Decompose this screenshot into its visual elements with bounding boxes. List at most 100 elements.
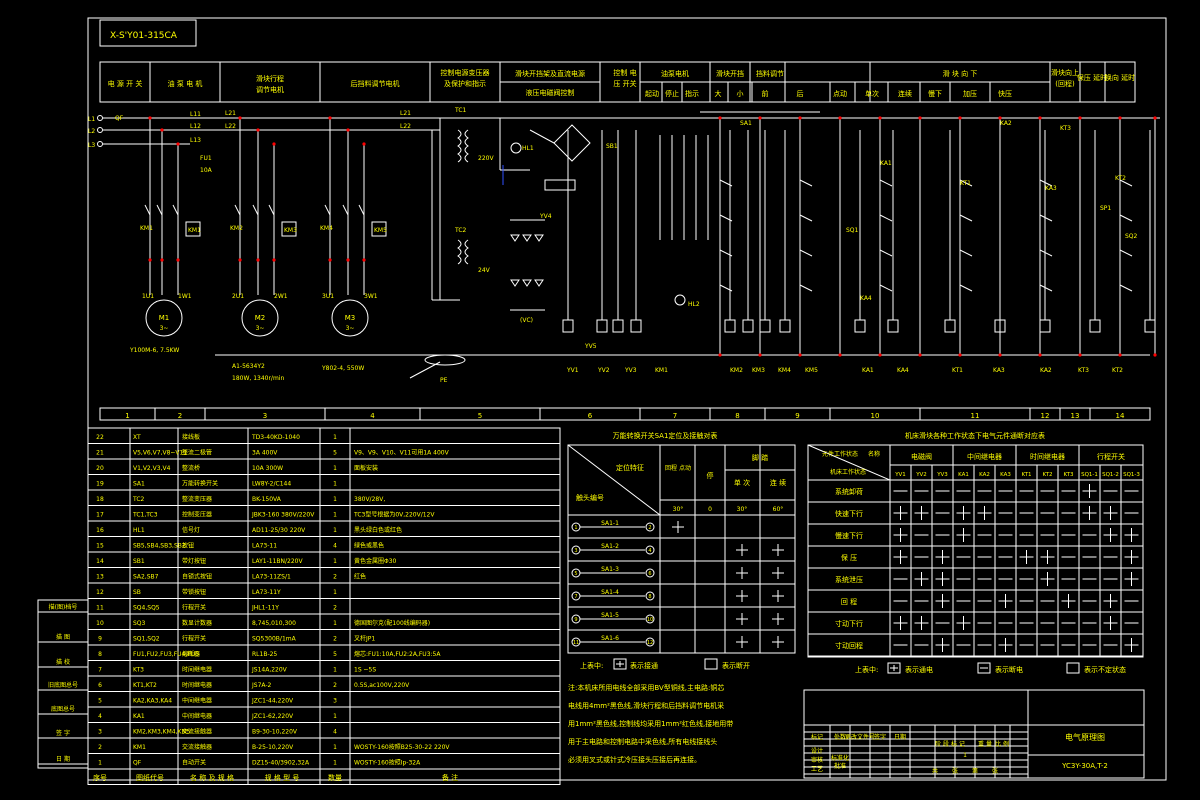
terminal-label: 2U1 bbox=[232, 293, 244, 300]
bom-cell: KA2,KA3,KA4 bbox=[133, 698, 172, 705]
function-header-label: 油泵电机 bbox=[661, 69, 689, 78]
bom-cell: 1 bbox=[333, 760, 337, 767]
sa1-terminal bbox=[645, 637, 655, 647]
state-row-label: 快速下行 bbox=[835, 509, 863, 518]
tc1-winding bbox=[464, 129, 469, 163]
side-label: 描 校 bbox=[56, 658, 70, 666]
bom-cell: 中间继电器 bbox=[182, 712, 212, 720]
code-box-text: X-S'Y01-315CA bbox=[110, 31, 178, 41]
bom-cell: 4 bbox=[333, 729, 337, 736]
bom-cell: 18 bbox=[96, 496, 104, 503]
component-label: FU1 bbox=[200, 155, 212, 162]
junction-node bbox=[362, 142, 366, 146]
bom-cell: 11 bbox=[96, 605, 104, 612]
coil-label: KM4 bbox=[778, 367, 791, 374]
state-corner-label: 元件工作状态 bbox=[822, 450, 858, 458]
component-label: SB1 bbox=[606, 143, 618, 150]
state-legend-off: 表示断电 bbox=[995, 665, 1023, 674]
terminal-label: 1W1 bbox=[178, 293, 192, 300]
function-subheader-label: 大 bbox=[715, 89, 722, 98]
contact-blade bbox=[1119, 214, 1133, 222]
bom-cell: SA2,SB7 bbox=[133, 574, 159, 581]
junction-node bbox=[328, 258, 332, 262]
contact-blade bbox=[1119, 179, 1133, 187]
contact-blade bbox=[719, 249, 733, 257]
sa1-terminal bbox=[645, 591, 655, 601]
contactor-label: KM5 bbox=[374, 227, 387, 234]
state-group-header: 电磁阀 bbox=[911, 452, 932, 461]
column-number: 14 bbox=[1116, 412, 1125, 420]
sa1-corner-diagonal bbox=[567, 444, 661, 516]
relay-coil bbox=[562, 319, 574, 333]
bom-cell: SB bbox=[133, 589, 141, 596]
phase-label: L1 bbox=[88, 116, 95, 123]
function-subheader-label: 前 bbox=[762, 89, 769, 98]
side-label: 签 字 bbox=[56, 729, 70, 737]
junction-node bbox=[718, 116, 722, 120]
junction-node bbox=[1153, 116, 1157, 120]
note-line: 用于主电路和控制电路中采色线,所有电线接线头 bbox=[568, 737, 717, 746]
function-header-label: 滑块行程 bbox=[256, 74, 284, 83]
junction-node bbox=[160, 258, 164, 262]
state-legend-x: 表示不定状态 bbox=[1084, 665, 1126, 674]
motor-label: M1 bbox=[159, 314, 170, 322]
code-box bbox=[99, 19, 197, 47]
sa1-angle: 0 bbox=[708, 506, 712, 513]
junction-node bbox=[176, 258, 180, 262]
contact-blade bbox=[959, 179, 973, 187]
coil-label: KM5 bbox=[805, 367, 818, 374]
bom-cell: 2 bbox=[333, 605, 337, 612]
motor-phase-label: 3~ bbox=[346, 325, 355, 332]
contact bbox=[342, 204, 349, 216]
state-group-header: 时间继电器 bbox=[1030, 452, 1065, 461]
bom-cell: WOSTY-160按照B25-30-22 220V bbox=[354, 743, 450, 751]
component-label: KA4 bbox=[860, 295, 872, 302]
bom-cell: 380V/28V, bbox=[354, 496, 385, 503]
sa1-terminal bbox=[645, 614, 655, 624]
sa1-col-header: 停 bbox=[707, 471, 714, 480]
relay-coil bbox=[854, 319, 866, 333]
bom-cell: 1S ~5S bbox=[354, 667, 376, 674]
bom-cell: 自锁式按钮 bbox=[182, 573, 212, 581]
sa1-row-num: 10 bbox=[647, 617, 653, 623]
title-block-label: 日期 bbox=[894, 733, 906, 741]
coil-label: KM1 bbox=[655, 367, 668, 374]
bom-cell: SQ4,SQ5 bbox=[133, 605, 160, 612]
drawing-title: 电气原理图 bbox=[1065, 732, 1105, 742]
motor-phase-label: 3~ bbox=[256, 325, 265, 332]
voltage-label: 24V bbox=[478, 267, 491, 274]
title-block-frame bbox=[803, 689, 1145, 779]
state-row-label: 系统卸荷 bbox=[835, 487, 863, 496]
bom-cell: SQ3 bbox=[133, 620, 146, 627]
contact-blade bbox=[799, 249, 813, 257]
state-corner-bottom: 机床工作状态 bbox=[830, 468, 866, 476]
junction-node bbox=[1118, 116, 1122, 120]
state-legend-prefix: 上表中: bbox=[855, 665, 878, 674]
bom-cell: 14 bbox=[96, 558, 104, 565]
drawing-frame bbox=[87, 17, 1167, 781]
sa1-row-num: 9 bbox=[574, 617, 577, 623]
contactor-coil bbox=[281, 221, 297, 237]
relay-coil bbox=[742, 319, 754, 333]
column-number: 12 bbox=[1041, 412, 1050, 420]
terminal-label: 1U1 bbox=[142, 293, 154, 300]
relay-coil bbox=[887, 319, 899, 333]
bom-cell: TC3型号根据为0V,220V/12V bbox=[353, 511, 435, 519]
function-header-label: 控制电源变压器 bbox=[441, 68, 490, 77]
note-line: 必须用叉式或针式冷压接头压接后再连接。 bbox=[568, 755, 701, 764]
relay-coil bbox=[724, 319, 736, 333]
bom-cell: 8 bbox=[98, 651, 102, 658]
contact-blade bbox=[959, 249, 973, 257]
function-header-label: 保压 延时 bbox=[1077, 73, 1107, 82]
component-label: QF bbox=[115, 115, 124, 122]
bom-cell: RL1B-25 bbox=[252, 651, 277, 658]
bom-cell: 10 bbox=[96, 620, 104, 627]
state-col-header: KT1 bbox=[1021, 472, 1031, 478]
sa1-legend-off-box bbox=[704, 658, 718, 670]
terminal bbox=[97, 115, 103, 121]
coil-label: KT1 bbox=[952, 367, 963, 374]
state-legend-off-box bbox=[977, 662, 991, 674]
tc2-winding bbox=[464, 239, 469, 265]
bridge-rectifier bbox=[553, 124, 591, 162]
